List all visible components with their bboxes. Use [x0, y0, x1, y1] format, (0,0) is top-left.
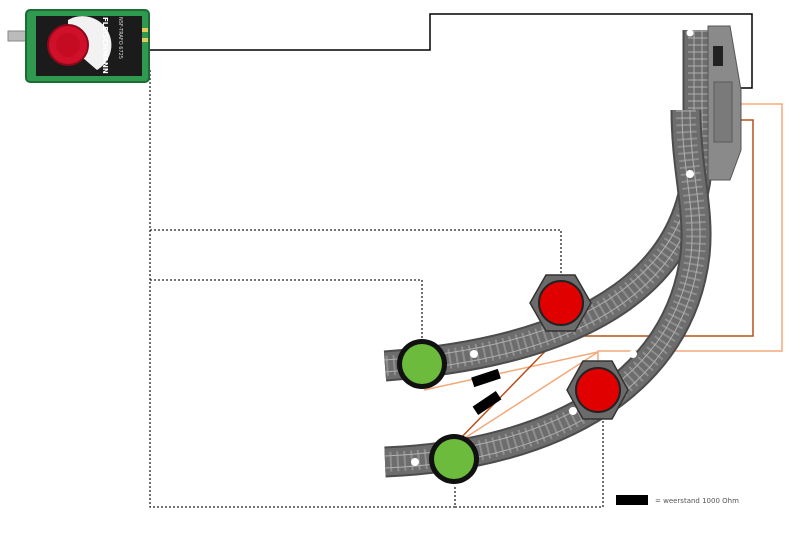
resistor-icon	[472, 391, 502, 415]
isolation-dot	[629, 350, 637, 358]
red-signal-lower[interactable]	[566, 360, 629, 420]
legend-resistor-icon	[616, 495, 648, 505]
transformer-model: NSF-TRAFO 6725	[117, 17, 123, 59]
green-signal-upper[interactable]	[397, 339, 447, 389]
red-signal-upper[interactable]	[529, 274, 592, 332]
transformer-brand: FLEISCHMANN	[101, 17, 109, 74]
power-wire	[148, 13, 753, 89]
isolation-dot	[662, 170, 670, 178]
isolation-dot	[686, 170, 694, 178]
isolation-dot	[569, 407, 577, 415]
dotted-wiring	[149, 70, 604, 508]
track-layout	[383, 29, 714, 478]
buffer-stop-icon	[707, 25, 742, 181]
isolation-dot	[411, 458, 419, 466]
resistor-icon	[471, 368, 501, 388]
isolation-dot	[470, 350, 478, 358]
green-signal-lower[interactable]	[429, 434, 479, 484]
legend: = weerstand 1000 Ohm	[616, 495, 739, 505]
legend-label: = weerstand 1000 Ohm	[655, 497, 739, 505]
isolation-dot	[686, 29, 694, 37]
light-orange-wiring	[423, 103, 783, 446]
transformer-icon[interactable]: FLEISCHMANN NSF-TRAFO 6725	[7, 9, 150, 83]
